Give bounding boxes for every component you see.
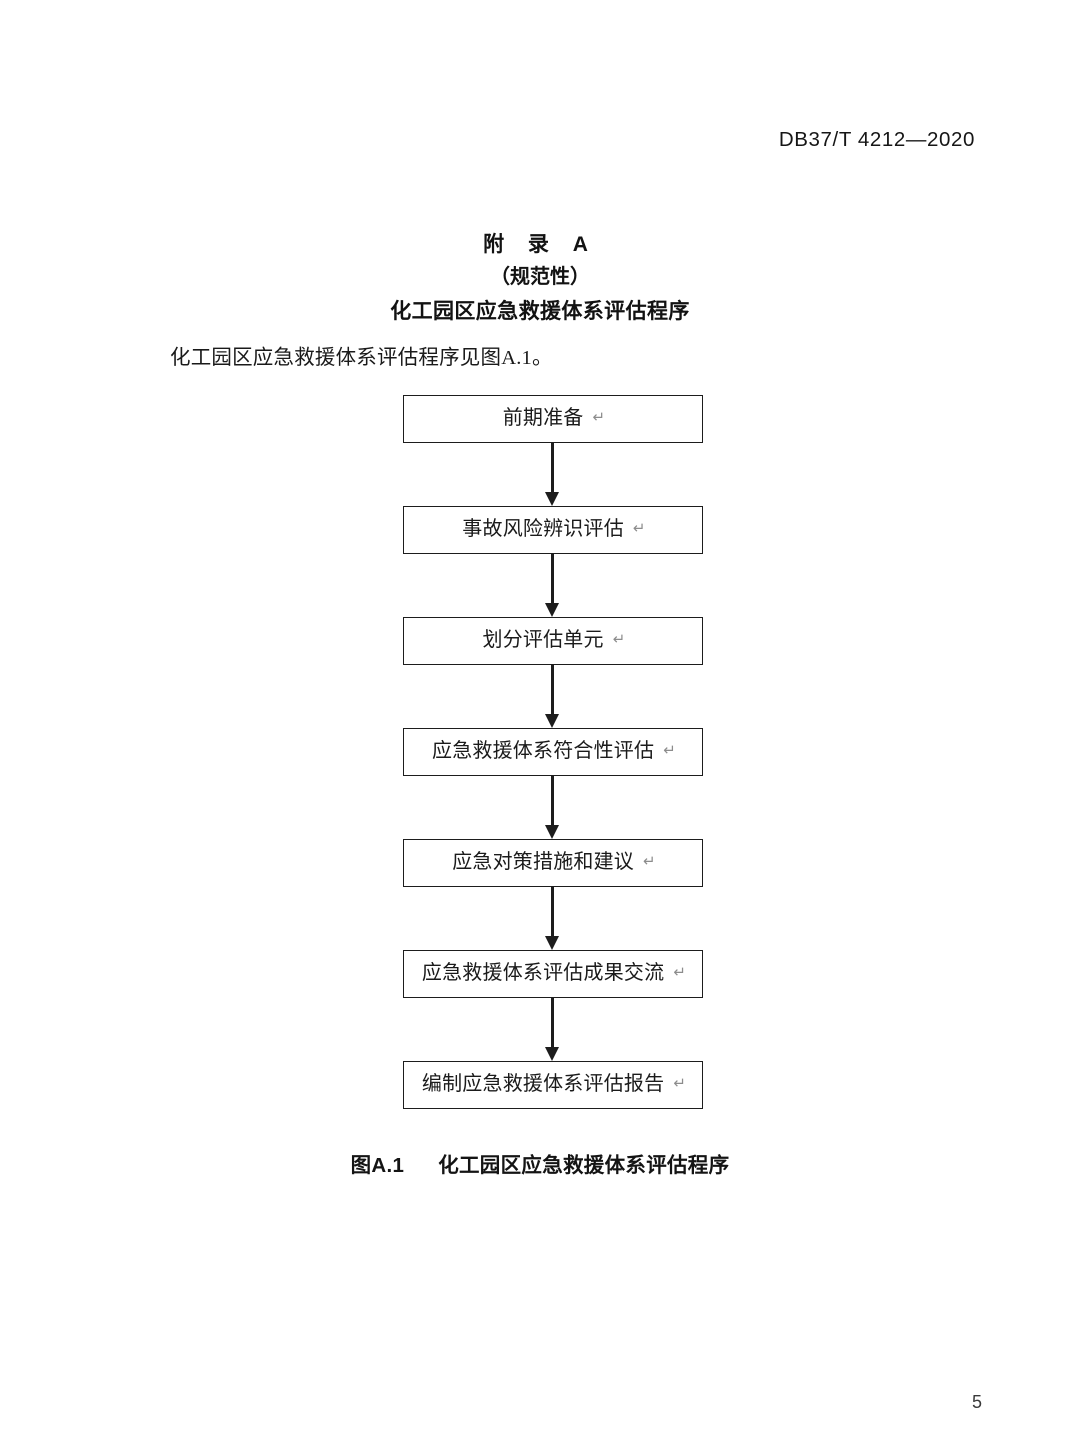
flow-node-label: 事故风险辨识评估↵ (462, 518, 646, 540)
paragraph-return-icon: ↵ (643, 852, 656, 870)
flowchart-diagram: 前期准备↵ 事故风险辨识评估↵ 划分评估单元↵ 应急救援体系符合性评估↵ 应急对策措施和… (403, 395, 703, 1109)
figure-caption-number: 图A.1 (350, 1154, 405, 1177)
arrowhead-down-icon (545, 825, 560, 839)
flow-node-label: 应急救援体系符合性评估↵ (432, 740, 676, 762)
arrowhead-down-icon (545, 714, 560, 728)
flow-connector-arrow (545, 998, 560, 1061)
annex-name: 化工园区应急救援体系评估程序 (390, 300, 690, 323)
flow-connector-arrow (545, 665, 560, 728)
connector-line (551, 776, 555, 828)
flow-connector-arrow (545, 443, 560, 506)
body-paragraph: 化工园区应急救援体系评估程序见图A.1。 (170, 347, 553, 369)
paragraph-return-icon: ↵ (612, 630, 626, 648)
flow-node: 应急救援体系符合性评估↵ (403, 728, 703, 776)
annex-label: 附 录 A (483, 233, 597, 256)
connector-line (551, 554, 555, 606)
connector-line (551, 665, 555, 717)
connector-line (551, 998, 555, 1050)
running-header-standard-number: DB37/T 4212—2020 (778, 128, 975, 151)
page-number: 5 (971, 1392, 982, 1412)
arrowhead-down-icon (545, 603, 560, 617)
connector-line (551, 887, 555, 939)
flow-node-label: 编制应急救援体系评估报告↵ (421, 1073, 687, 1095)
arrowhead-down-icon (545, 492, 560, 506)
paragraph-return-icon: ↵ (592, 408, 606, 426)
annex-kind: （规范性） (490, 266, 590, 288)
paragraph-return-icon: ↵ (663, 741, 676, 759)
flow-node: 前期准备↵ (403, 395, 703, 443)
flow-connector-arrow (545, 776, 560, 839)
flow-node: 划分评估单元↵ (403, 617, 703, 665)
flow-node: 应急对策措施和建议↵ (403, 839, 703, 887)
paragraph-return-icon: ↵ (673, 963, 687, 981)
connector-line (551, 443, 555, 495)
flow-node-label: 前期准备↵ (502, 407, 606, 429)
flow-node-label: 应急对策措施和建议↵ (452, 851, 656, 873)
figure-caption-title: 化工园区应急救援体系评估程序 (438, 1154, 730, 1177)
flow-node-label: 划分评估单元↵ (482, 629, 626, 651)
arrowhead-down-icon (545, 1047, 560, 1061)
figure-caption: 图A.1 化工园区应急救援体系评估程序 (0, 1148, 1080, 1178)
flow-node: 事故风险辨识评估↵ (403, 506, 703, 554)
annex-title-block: 附 录 A （规范性） 化工园区应急救援体系评估程序 (0, 230, 1080, 327)
arrowhead-down-icon (545, 936, 560, 950)
paragraph-return-icon: ↵ (673, 1074, 687, 1092)
paragraph-return-icon: ↵ (632, 519, 646, 537)
flow-connector-arrow (545, 554, 560, 617)
flow-connector-arrow (545, 887, 560, 950)
flow-node-label: 应急救援体系评估成果交流↵ (421, 962, 687, 984)
flow-node: 应急救援体系评估成果交流↵ (403, 950, 703, 998)
flow-node: 编制应急救援体系评估报告↵ (403, 1061, 703, 1109)
